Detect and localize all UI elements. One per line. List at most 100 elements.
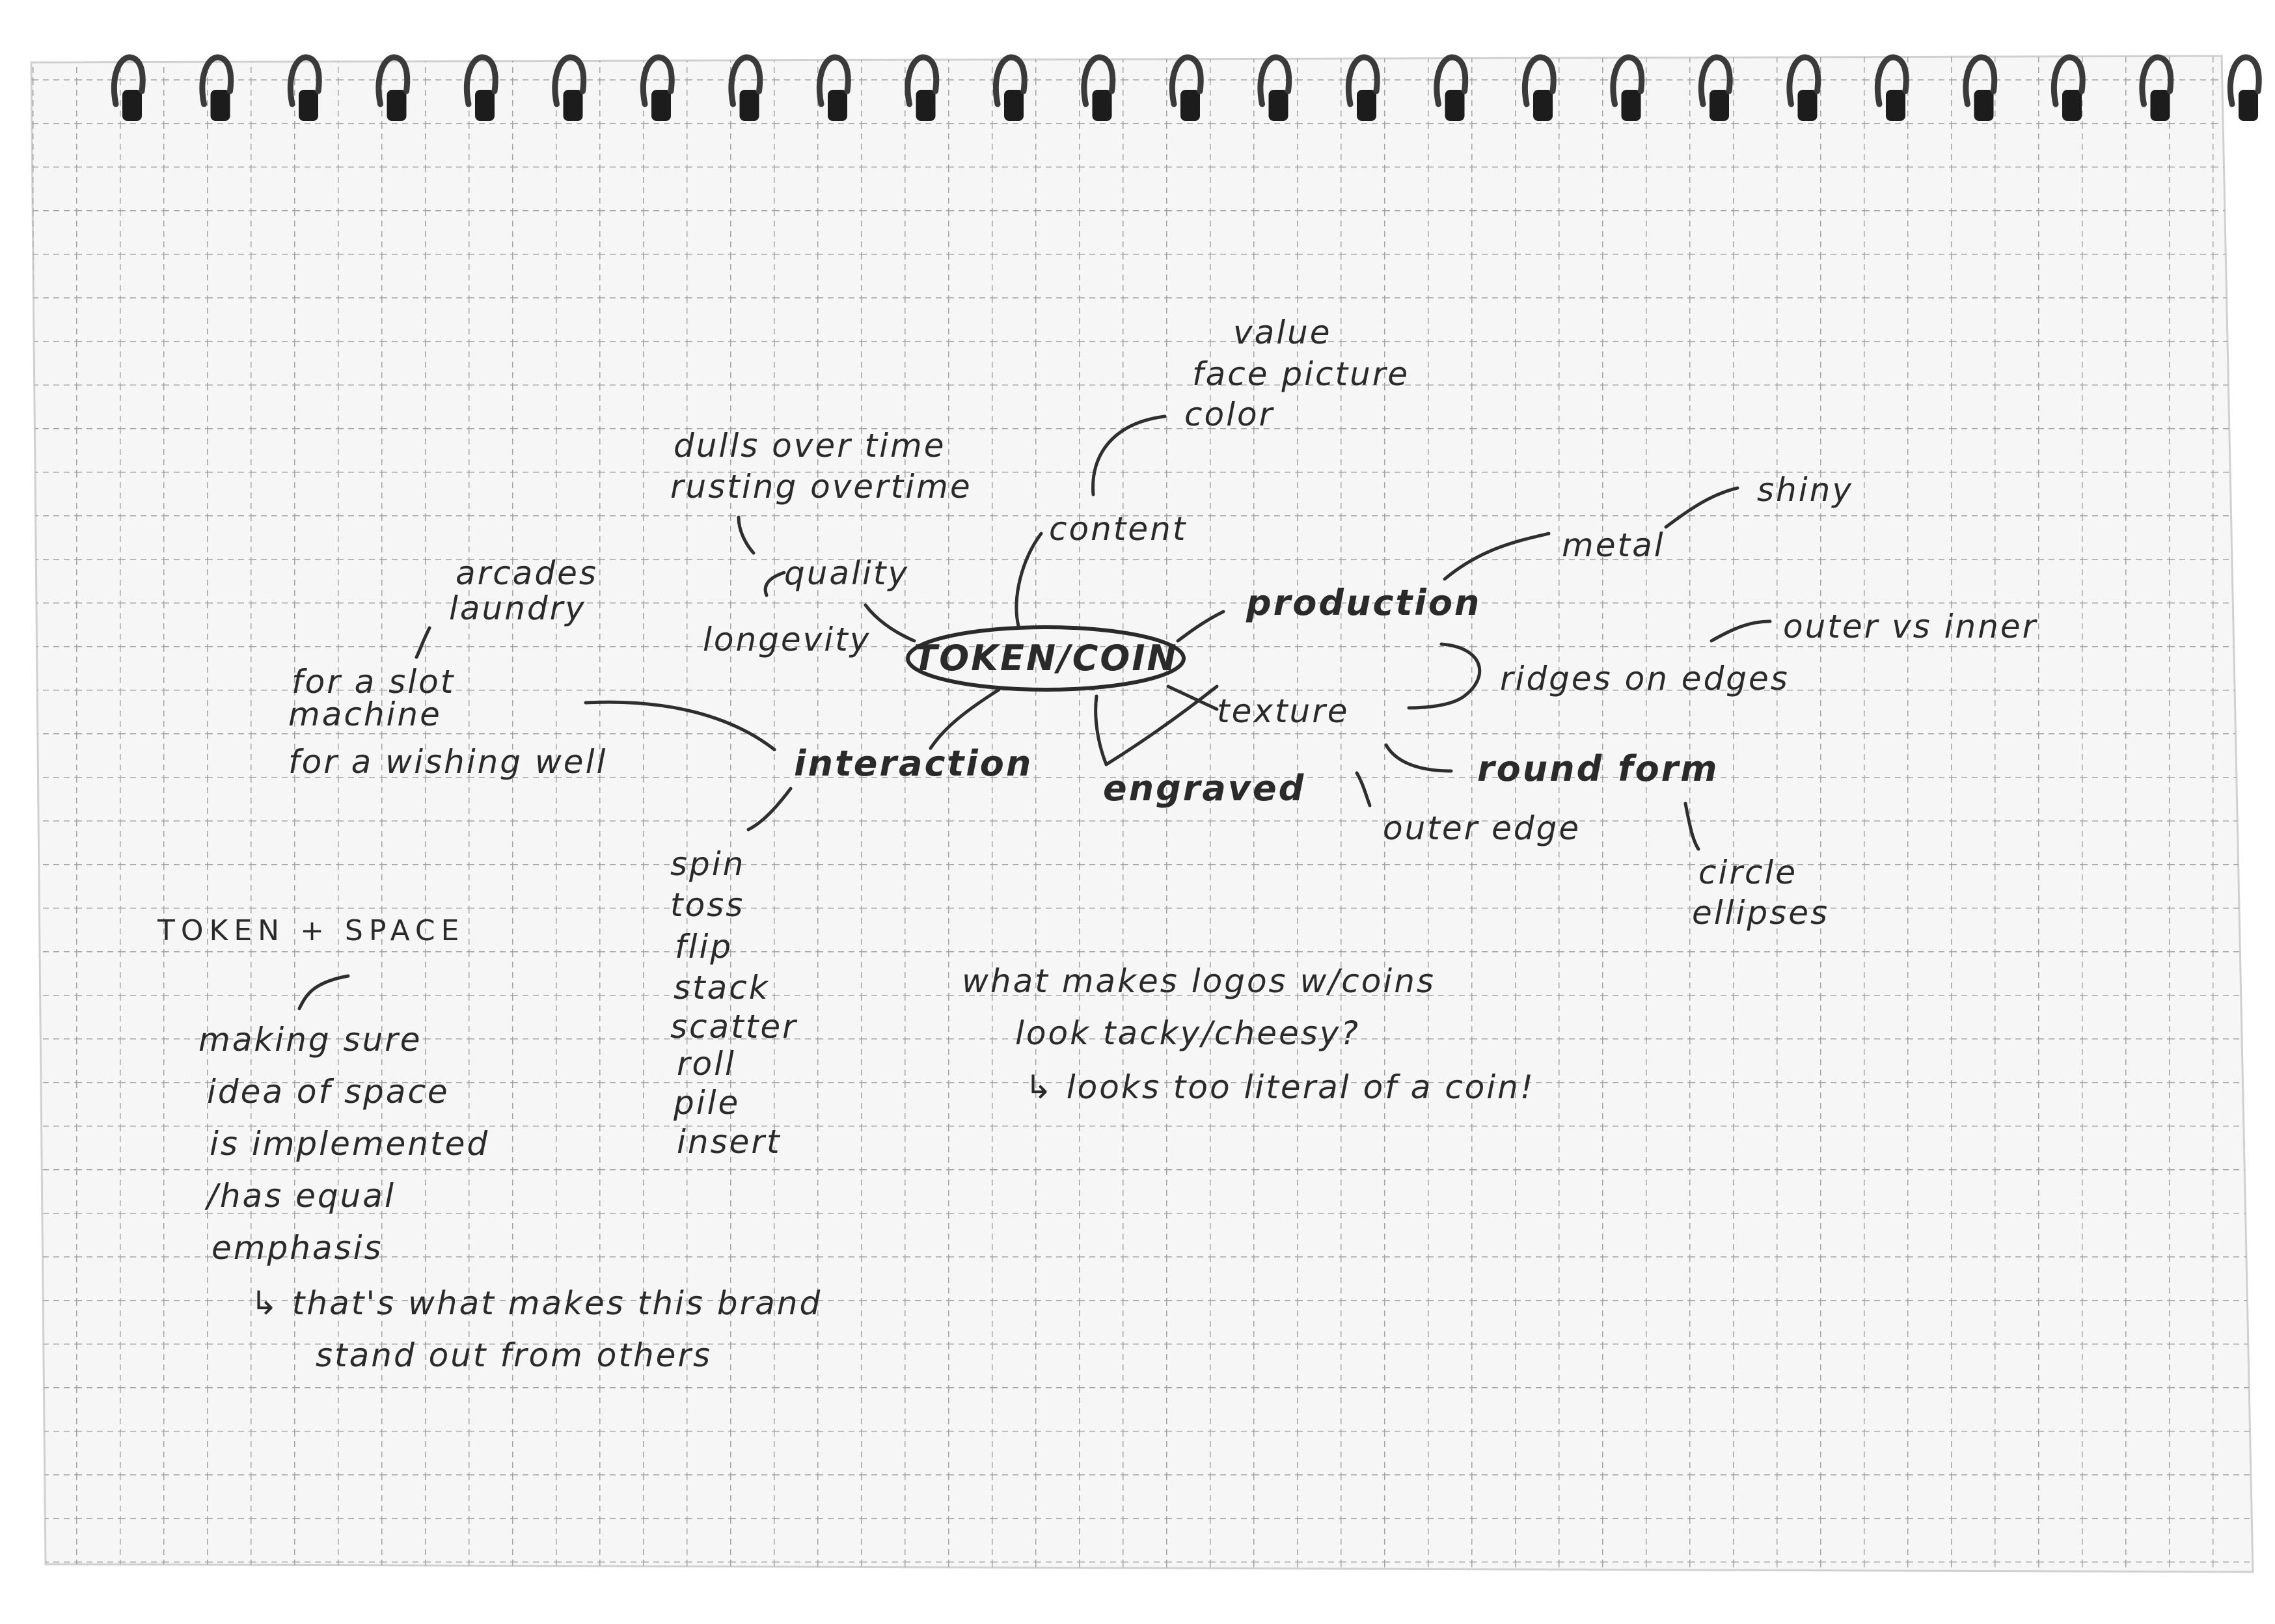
line-texture-roundform xyxy=(1384,743,1453,773)
action-item: stack xyxy=(674,969,770,1007)
binding-hole xyxy=(1974,90,1994,121)
action-item: pile xyxy=(673,1084,740,1122)
shape-item: ellipses xyxy=(1692,894,1829,932)
binding-ring xyxy=(1698,54,1733,107)
action-item: toss xyxy=(670,886,744,924)
binding-ring xyxy=(1345,54,1380,107)
interaction-label: interaction xyxy=(794,743,1033,784)
binding-ring xyxy=(992,54,1028,107)
binding-hole xyxy=(1621,90,1641,121)
binding-hole xyxy=(1180,90,1200,121)
content-label: content xyxy=(1049,510,1187,548)
line-outer-edge xyxy=(1355,771,1372,807)
binding-hole xyxy=(122,90,142,121)
line-center-production xyxy=(1176,610,1225,643)
logos-note-line: look tacky/cheesy? xyxy=(1015,1014,1360,1052)
place-item: laundry xyxy=(449,589,586,627)
binding-hole xyxy=(739,90,759,121)
binding-ring xyxy=(1963,54,1998,107)
content-item: color xyxy=(1184,396,1275,433)
binding-hole xyxy=(387,90,407,121)
binding-ring xyxy=(1257,54,1292,107)
line-texture-engraved xyxy=(1104,684,1219,766)
engraved-label: engraved xyxy=(1103,768,1305,809)
logos-note-line: ↳ looks too literal of a coin! xyxy=(1025,1068,1535,1106)
spiral-binding xyxy=(111,54,2262,121)
line-center-content xyxy=(1015,532,1043,628)
binding-ring xyxy=(1434,54,1469,107)
binding-hole xyxy=(1357,90,1376,121)
binding-ring xyxy=(287,54,322,107)
ridges-label: ridges on edges xyxy=(1500,660,1790,697)
line-roundform-shapes xyxy=(1683,802,1700,851)
binding-hole xyxy=(1092,90,1112,121)
shiny-label: shiny xyxy=(1757,471,1853,509)
binding-ring xyxy=(640,54,675,107)
binding-ring xyxy=(1521,54,1557,107)
space-note-line: idea of space xyxy=(207,1073,450,1111)
line-quality-items xyxy=(737,515,756,555)
action-item: insert xyxy=(677,1123,782,1161)
binding-ring xyxy=(375,54,411,107)
binding-hole xyxy=(828,90,847,121)
binding-ring xyxy=(1169,54,1204,107)
line-space-note xyxy=(297,974,350,1010)
binding-ring xyxy=(552,54,587,107)
line-metal-shiny xyxy=(1664,486,1739,529)
content-item: value xyxy=(1233,314,1332,351)
binding-hole xyxy=(1445,90,1465,121)
outer-edge-label: outer edge xyxy=(1383,809,1581,847)
binding-hole xyxy=(1797,90,1818,121)
center-node-ellipse xyxy=(906,625,1186,692)
binding-ring xyxy=(2139,54,2174,107)
line-quality-longevity xyxy=(763,571,786,597)
line-interaction-uses xyxy=(584,700,776,751)
texture-label: texture xyxy=(1217,692,1350,730)
use-item: machine xyxy=(288,696,442,733)
binding-hole xyxy=(2062,90,2082,121)
binding-hole xyxy=(2239,90,2258,121)
use-item: for a slot xyxy=(292,663,455,701)
binding-ring xyxy=(1786,54,1821,107)
line-interaction-actions xyxy=(746,787,793,832)
binding-hole xyxy=(651,90,671,121)
logos-note-line: what makes logos w/coins xyxy=(962,962,1436,1000)
binding-hole xyxy=(1886,90,1905,121)
line-center-interaction xyxy=(929,688,1001,750)
shape-item: circle xyxy=(1698,854,1797,891)
binding-hole xyxy=(1710,90,1729,121)
metal-label: metal xyxy=(1562,526,1665,564)
quality-item: dulls over time xyxy=(674,427,946,465)
space-note-line: /has equal xyxy=(204,1177,396,1215)
line-content-items xyxy=(1091,414,1167,496)
binding-ring xyxy=(728,54,763,107)
binding-ring xyxy=(111,54,146,107)
action-item: flip xyxy=(675,928,733,966)
binding-hole xyxy=(299,90,318,121)
line-center-quality xyxy=(864,603,916,643)
quality-item: rusting overtime xyxy=(670,468,972,506)
place-item: arcades xyxy=(456,554,598,592)
round-form-label: round form xyxy=(1477,748,1719,789)
space-note-line: stand out from others xyxy=(316,1336,712,1374)
quality-label: quality xyxy=(784,554,909,592)
action-item: scatter xyxy=(670,1008,798,1046)
use-item: for a wishing well xyxy=(288,743,607,781)
longevity-label: longevity xyxy=(703,621,871,658)
binding-hole xyxy=(563,90,583,121)
space-note-title: TOKEN + SPACE xyxy=(157,914,465,947)
outer-vs-inner-label: outer vs inner xyxy=(1783,608,2038,645)
space-note-line: emphasis xyxy=(211,1229,383,1267)
line-center-engraved xyxy=(1094,694,1108,766)
line-ridges-outer xyxy=(1710,619,1772,643)
binding-hole xyxy=(1533,90,1553,121)
binding-ring xyxy=(2050,54,2086,107)
binding-ring xyxy=(905,54,940,107)
line-center-texture xyxy=(1166,684,1219,711)
space-note-line: is implemented xyxy=(210,1125,489,1163)
line-production-metal xyxy=(1443,532,1551,581)
binding-ring xyxy=(463,54,498,107)
production-label: production xyxy=(1246,582,1481,623)
binding-ring xyxy=(816,54,851,107)
